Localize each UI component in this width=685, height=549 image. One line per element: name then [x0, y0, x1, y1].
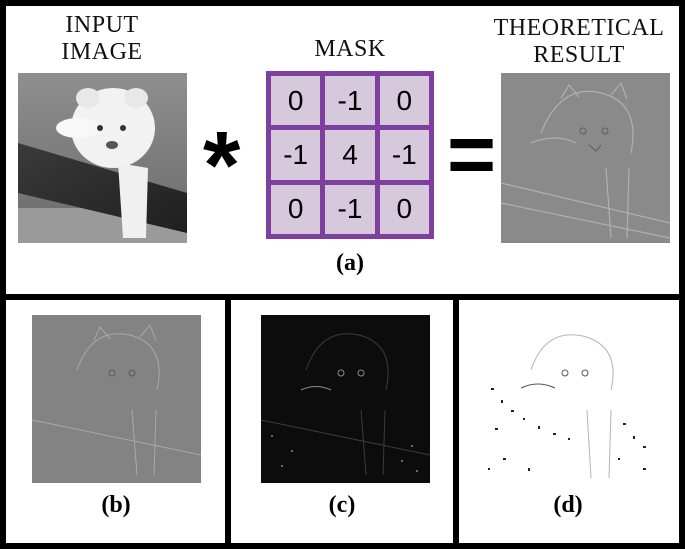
- mask-cell: -1: [325, 76, 375, 126]
- mask-kernel: 0 -1 0 -1 4 -1 0 -1 0: [266, 71, 434, 239]
- mask-cell: 0: [271, 184, 321, 234]
- input-image-title: INPUT IMAGE: [14, 12, 190, 66]
- mask-cell: 0: [379, 184, 429, 234]
- equals-operator: =: [447, 107, 497, 201]
- panel-a-label: (a): [336, 250, 364, 276]
- panel-c-label: (c): [328, 492, 356, 518]
- input-title-line1: INPUT: [65, 12, 139, 38]
- filtered-image-c: [261, 315, 430, 483]
- filtered-image-d: [483, 318, 658, 483]
- input-title-line2: IMAGE: [61, 39, 143, 65]
- theoretical-result-image: [501, 73, 670, 243]
- mask-cell: 0: [271, 76, 321, 126]
- mask-cell: 0: [379, 76, 429, 126]
- mask-cell: -1: [271, 130, 321, 180]
- panel-d-label: (d): [553, 492, 583, 518]
- convolution-operator: *: [203, 112, 241, 219]
- panel-b-label: (b): [101, 492, 131, 518]
- mask-cell: 4: [325, 130, 375, 180]
- mask-cell: -1: [379, 130, 429, 180]
- filtered-image-b: [32, 315, 201, 483]
- result-title-line2: RESULT: [533, 42, 625, 68]
- result-title-line1: THEORETICAL: [493, 15, 665, 41]
- mask-cell: -1: [325, 184, 375, 234]
- input-image: [18, 73, 187, 243]
- mask-title: MASK: [314, 36, 386, 62]
- theoretical-result-title: THEORETICAL RESULT: [486, 15, 672, 69]
